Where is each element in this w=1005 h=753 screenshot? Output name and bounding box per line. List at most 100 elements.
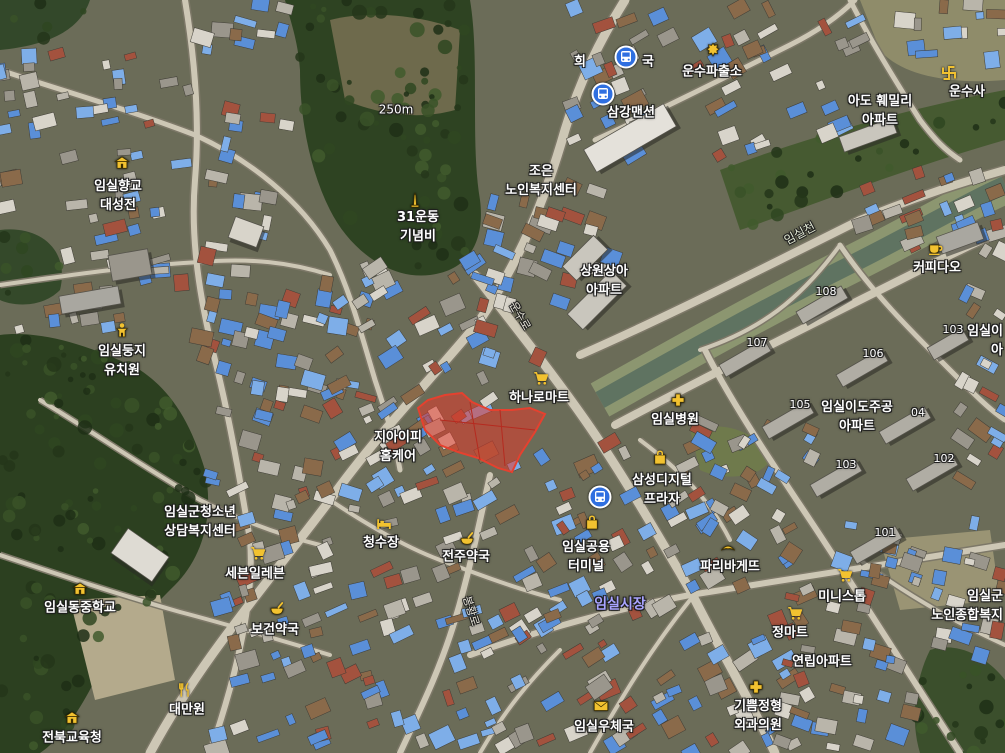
building-footprint [457,638,473,655]
poi-label-bogeon-pharmacy[interactable]: 보건약국 [251,622,299,638]
building-footprint [485,282,499,295]
road-school [0,553,332,657]
poi-label-unsusa[interactable]: 운수사 [949,84,985,100]
temple-icon[interactable] [940,64,958,82]
building-footprint [667,511,688,528]
monument-icon[interactable] [406,191,424,209]
poi-label-daemanwon[interactable]: 대만원 [169,702,205,718]
kindergarten-icon[interactable] [113,321,131,339]
poi-label-unsu-police[interactable]: 운수파출소 [682,64,742,80]
tree-canopy [65,509,76,521]
bus-stop-icon[interactable] [614,45,638,69]
building-footprint [358,402,376,417]
tree-canopy [876,147,883,155]
police-badge-icon[interactable] [704,41,722,59]
poi-label-imsil-post-office[interactable]: 임실우체국 [574,719,634,735]
school-icon[interactable] [71,580,89,598]
building-footprint [256,28,276,39]
poi-label-huimang-left[interactable]: 희 [574,54,586,70]
building-footprint [458,250,481,271]
poi-label-jeong-mart[interactable]: 정마트 [772,625,808,641]
shopping-cart-icon[interactable] [532,369,550,387]
pharmacy-icon[interactable] [268,600,286,618]
tree-canopy [20,597,33,609]
shopping-cart-icon[interactable] [249,544,267,562]
building-footprint [569,49,582,62]
building-footprint [484,717,497,728]
bed-icon[interactable] [375,514,393,532]
building-footprint [247,624,264,638]
poi-label-seven-eleven[interactable]: 세븐일레븐 [225,566,285,582]
building-footprint [573,528,593,545]
poi-label-imsil-market[interactable]: 임실시장 [594,596,646,613]
building-footprint [244,291,259,307]
apartment-block [935,221,985,255]
bus-stop-icon[interactable] [591,82,615,106]
medical-cross-icon[interactable] [747,678,765,696]
building-footprint [555,240,576,258]
tree-canopy [57,393,63,399]
coffee-cup-icon[interactable] [926,239,944,257]
school-icon[interactable] [63,709,81,727]
poi-label-imsil-hospital[interactable]: 임실병원 [651,412,699,428]
poi-label-jeonju-pharmacy[interactable]: 전주약국 [442,549,490,565]
poi-label-coffee-dao[interactable]: 커피다오 [913,260,961,276]
building-footprint [434,505,452,524]
poi-label-yeonrip-apt[interactable]: 연립아파트 [792,654,852,670]
building-footprint [656,26,680,48]
scale-label: 250m [378,102,414,117]
tree-canopy [58,344,64,350]
building-footprint [768,63,793,82]
medical-cross-icon[interactable] [669,391,687,409]
building-footprint [911,575,922,587]
poi-label-huimang-right[interactable]: 국 [642,54,654,70]
mail-icon[interactable] [592,697,610,715]
poi-label-cheongsujang[interactable]: 청수장 [363,535,399,551]
building-footprint [316,480,336,499]
tree-canopy [365,6,377,18]
pharmacy-icon[interactable] [458,530,476,548]
building-footprint [584,673,614,701]
tree-canopy [163,514,177,528]
shopping-cart-icon[interactable] [836,566,854,584]
poi-label-ministop[interactable]: 미니스톱 [818,589,866,605]
restaurant-icon[interactable] [176,681,194,699]
bus-stop-icon[interactable] [588,485,612,509]
poi-label-jeonbuk-education-office[interactable]: 전북교육청 [42,730,102,746]
building-footprint [618,695,638,714]
highlighted-parcel[interactable] [416,391,547,474]
tree-canopy [87,495,94,502]
shopping-cart-icon[interactable] [786,604,804,622]
bakery-icon[interactable] [719,539,737,557]
bus-terminal-icon[interactable] [583,514,601,532]
school-icon[interactable] [113,154,131,172]
building-footprint [326,656,347,679]
poi-label-hanaro-mart[interactable]: 하나로마트 [509,390,569,406]
poi-label-samgang-mansion[interactable]: 삼강맨션 [607,105,655,121]
building-footprint [196,344,215,366]
building-footprint [390,709,405,728]
building-footprint [55,91,70,102]
poi-label-paris-baguette[interactable]: 파리바게뜨 [700,559,760,575]
shopping-bag-icon[interactable] [651,449,669,467]
tree-canopy [148,451,160,463]
tree-canopy [952,721,959,728]
building-footprint [564,104,584,124]
poi-label-imsil-dong-middle-school[interactable]: 임실동중학교 [44,600,116,616]
